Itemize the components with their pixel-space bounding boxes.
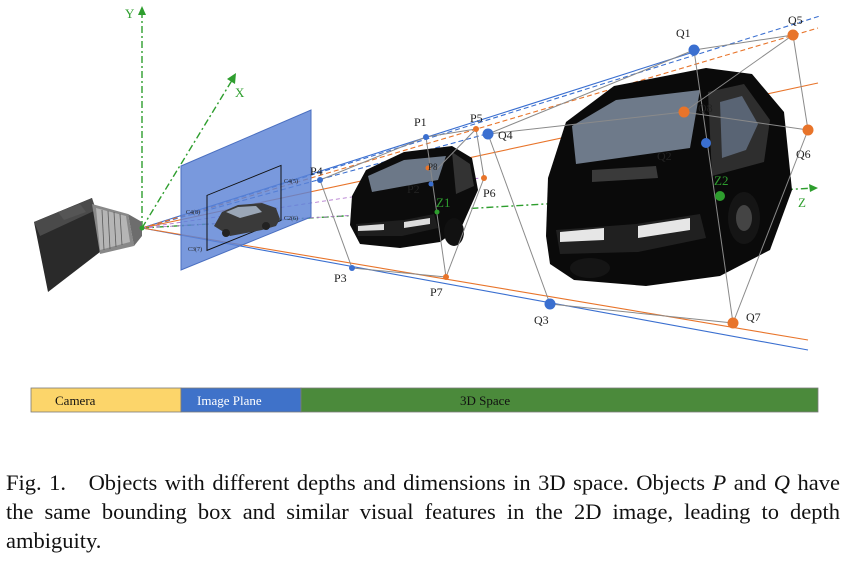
point-q5: [787, 29, 799, 41]
label-q7: Q7: [746, 310, 761, 324]
caption-var-q: Q: [773, 470, 791, 495]
caption-text-2: have the same bounding box and similar v…: [6, 470, 841, 553]
point-q2: [701, 138, 711, 148]
label-p5: P5: [470, 111, 483, 125]
label-q6: Q6: [796, 147, 811, 161]
label-p1: P1: [414, 115, 427, 129]
point-p5: [473, 126, 479, 132]
caption-text-1: Objects with different depths and dimens…: [88, 470, 705, 495]
point-p8: [425, 165, 431, 171]
point-z1: [434, 209, 440, 215]
point-q1: [688, 44, 700, 56]
label-p3: P3: [334, 271, 347, 285]
label-p4: P4: [310, 164, 323, 178]
label-q3: Q3: [534, 313, 549, 327]
point-p1: [423, 134, 429, 140]
label-p2: P2: [407, 182, 420, 196]
corner-label-4: C2(6): [284, 215, 298, 222]
y-axis-label: Y: [125, 6, 135, 21]
image-plane-car: [214, 203, 280, 237]
label-q8: Q8: [698, 101, 713, 115]
label-z2: Z2: [714, 173, 728, 188]
zone-camera: [30, 387, 182, 413]
p-box-edges: [319, 128, 485, 278]
caption-var-p: P: [712, 470, 727, 495]
y-axis-arrow: [138, 6, 146, 15]
label-z1: Z1: [436, 195, 450, 210]
image-plane-bbox: [206, 164, 282, 252]
point-p4: [317, 177, 323, 183]
z-axis-label: Z: [798, 195, 806, 210]
label-q2: Q2: [657, 149, 672, 163]
point-p6: [481, 175, 487, 181]
car-q: [546, 68, 792, 286]
x-axis-arrow: [227, 73, 236, 84]
image-plane: [180, 109, 312, 271]
corner-label-3: C3(7): [188, 246, 202, 253]
zone-camera-label: Camera: [55, 393, 96, 408]
zone-image-plane-label: Image Plane: [197, 393, 262, 408]
point-p7: [443, 274, 449, 280]
corner-label-2: C4(5): [284, 178, 298, 185]
z-axis-arrow: [809, 184, 818, 192]
point-q7: [727, 317, 739, 329]
camera-origin: [139, 225, 145, 231]
point-q8: [678, 106, 690, 118]
zone-3d-space: [300, 387, 819, 413]
car-p: [350, 146, 478, 248]
p-points: [317, 126, 487, 280]
label-q1: Q1: [676, 26, 691, 40]
label-p8: P8: [428, 162, 438, 172]
zone-bar: Camera Image Plane 3D Space: [30, 387, 819, 413]
label-q4: Q4: [498, 128, 513, 142]
label-p7: P7: [430, 285, 443, 299]
figure: Y X Z: [30, 6, 821, 413]
point-q6: [802, 124, 814, 136]
q-points: [482, 29, 814, 329]
point-q4: [482, 128, 494, 140]
point-z2: [715, 191, 725, 201]
x-axis-label: X: [235, 85, 245, 100]
label-q5: Q5: [788, 13, 803, 27]
caption-prefix: Fig. 1.: [6, 470, 67, 495]
caption-and: and: [733, 470, 767, 495]
label-p6: P6: [483, 186, 496, 200]
zone-3d-space-label: 3D Space: [460, 393, 510, 408]
camera-illustration: [34, 198, 142, 292]
point-p2: [428, 181, 434, 187]
zone-image-plane: [180, 387, 302, 413]
figure-caption: Fig. 1. Objects with different depths an…: [6, 468, 840, 555]
point-q3: [544, 298, 556, 310]
q-box-edges: [487, 34, 809, 324]
point-p3: [349, 265, 355, 271]
corner-label-1: C4(8): [186, 209, 200, 216]
